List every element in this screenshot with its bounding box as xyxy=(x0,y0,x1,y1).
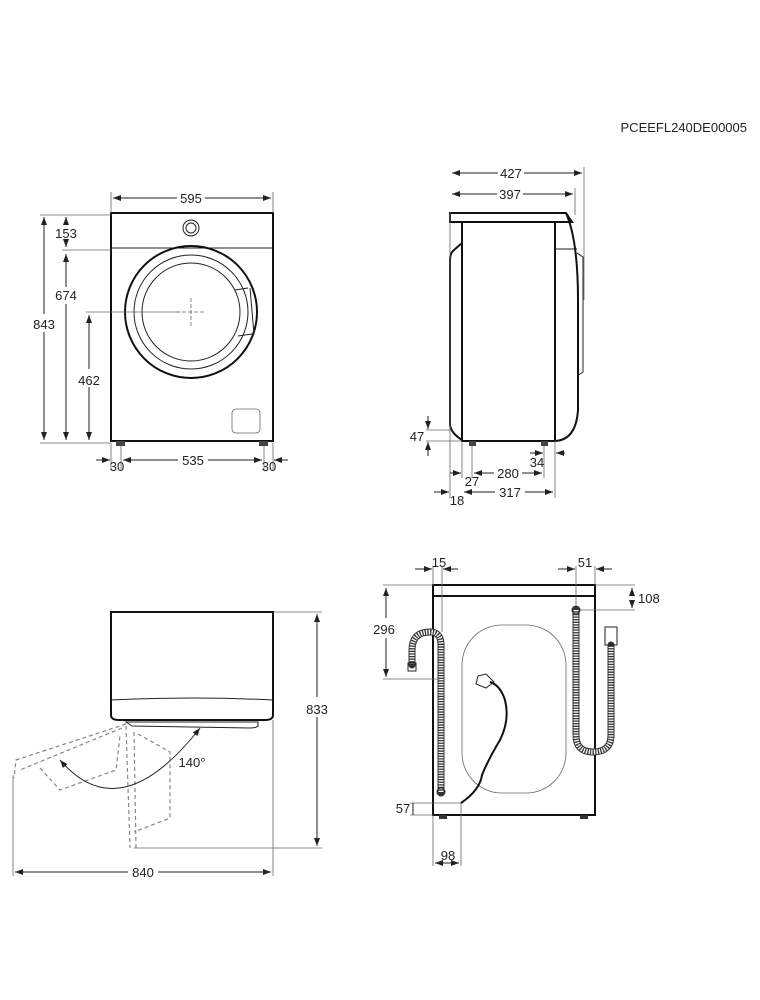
dim-width-open: 840 xyxy=(132,865,154,880)
dim-door-center: 462 xyxy=(78,373,100,388)
dim-inlet-height: 108 xyxy=(638,591,660,606)
dim-foot-left: 30 xyxy=(110,459,124,474)
document-code: PCEEFL240DE00005 xyxy=(621,120,747,135)
front-view: 595 153 674 843 462 535 30 30 xyxy=(33,191,288,474)
foot xyxy=(259,441,268,446)
dim-foot-right: 30 xyxy=(262,459,276,474)
back-panel xyxy=(461,624,567,794)
dim-width: 595 xyxy=(180,191,202,206)
dim-depth-open: 833 xyxy=(306,702,328,717)
door-profile xyxy=(449,242,463,441)
side-body xyxy=(461,221,556,442)
dim-door-bottom: 47 xyxy=(410,429,424,444)
dim-drain-height: 296 xyxy=(373,622,395,637)
dim-base-depth: 317 xyxy=(499,485,521,500)
drain-hose xyxy=(408,628,445,796)
machine-body xyxy=(110,212,274,442)
door-handle xyxy=(234,287,255,337)
back-view: 15 51 108 296 57 98 xyxy=(373,555,660,866)
dim-door-offset: 27 xyxy=(465,474,479,489)
top-body xyxy=(110,611,274,721)
side-view: 427 397 47 280 27 34 18 317 xyxy=(410,166,585,508)
dim-cable-height: 57 xyxy=(396,801,410,816)
dim-rear-foot: 34 xyxy=(530,455,544,470)
dim-inlet-offset: 51 xyxy=(578,555,592,570)
dim-depth-body: 397 xyxy=(499,187,521,202)
filter-flap xyxy=(231,408,261,434)
dim-height: 843 xyxy=(33,317,55,332)
program-knob-icon xyxy=(182,219,200,237)
dim-depth-total: 427 xyxy=(500,166,522,181)
inlet-connector xyxy=(604,626,618,646)
dim-front-offset: 18 xyxy=(450,493,464,508)
door-angle: 140° xyxy=(179,755,206,770)
dim-drain-offset: 15 xyxy=(432,555,446,570)
top-view: 140° 833 840 xyxy=(12,611,328,880)
inlet-hose xyxy=(572,606,615,756)
dim-feet-span: 535 xyxy=(182,453,204,468)
dim-door-top: 674 xyxy=(55,288,77,303)
dim-top-panel: 153 xyxy=(55,226,77,241)
worktop xyxy=(449,212,574,223)
foot xyxy=(116,441,125,446)
rear-panel xyxy=(554,212,579,442)
door-swing-arc xyxy=(59,727,201,789)
power-cable xyxy=(460,681,508,804)
dim-cable-offset: 98 xyxy=(441,848,455,863)
back-body xyxy=(432,584,596,816)
power-plug-icon xyxy=(475,673,495,689)
dim-feet-span-side: 280 xyxy=(497,466,519,481)
